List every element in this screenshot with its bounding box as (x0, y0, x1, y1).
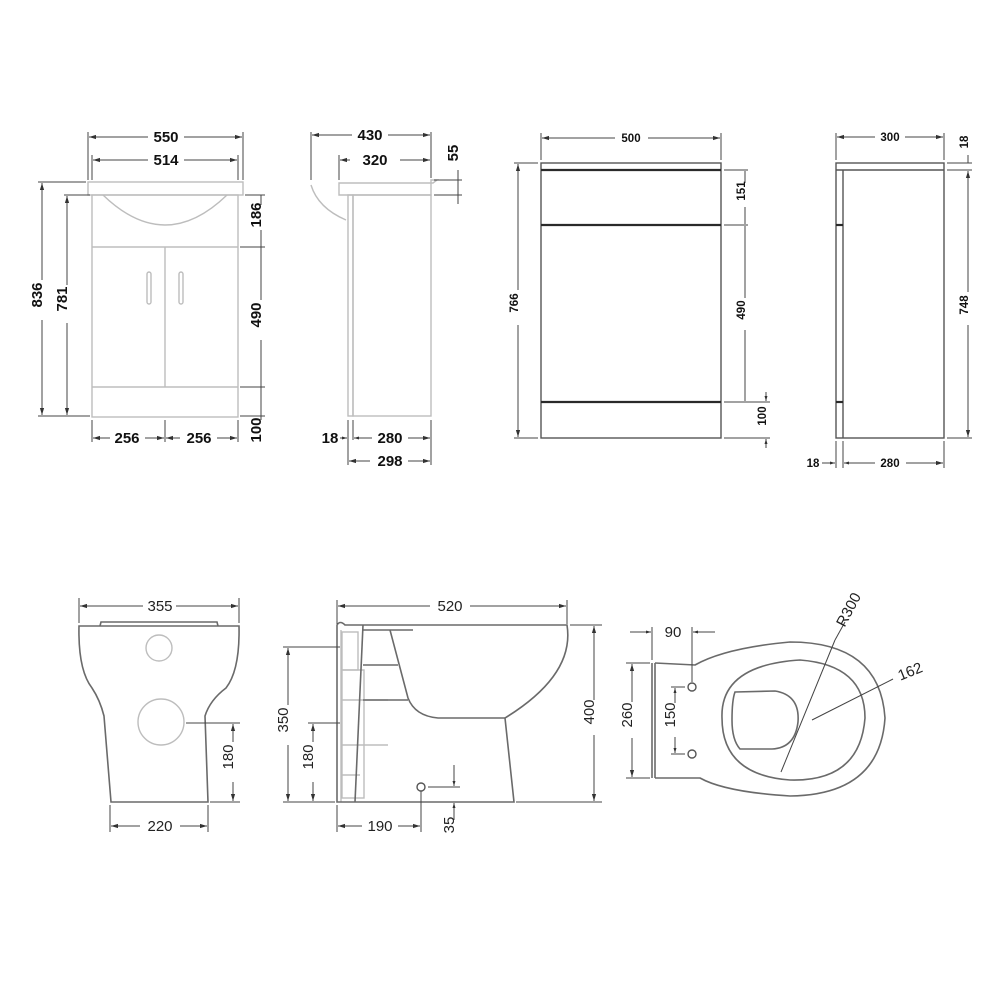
vanity-front-view: 550 514 836 781 186 490 100 (29, 129, 265, 447)
dim-490-wc: 490 (736, 300, 748, 319)
vanity-cabinet (91, 194, 239, 418)
dim-r300: R300 (833, 590, 865, 630)
toilet-side-outline (336, 621, 569, 803)
dim-400: 400 (581, 699, 598, 724)
dim-18-vanity: 18 (322, 430, 339, 447)
fixing-point (416, 782, 426, 792)
dim-186: 186 (248, 202, 265, 227)
door-handle-left (146, 271, 152, 305)
dim-162: 162 (896, 659, 926, 684)
basin-profile (310, 184, 347, 221)
toilet-seat-outline (721, 659, 866, 781)
toilet-front-outline (78, 625, 240, 803)
dim-55: 55 (445, 145, 462, 162)
wc-unit-body (540, 162, 722, 439)
dim-490-vanity: 490 (248, 302, 265, 327)
dim-190: 190 (367, 818, 392, 835)
hinge-hole-top (687, 682, 697, 692)
dim-320: 320 (362, 152, 387, 169)
dim-430: 430 (357, 127, 382, 144)
wc-unit-side-view: 300 18 748 18 280 (807, 132, 972, 470)
toilet-outer-outline (654, 641, 886, 797)
dim-514: 514 (153, 152, 179, 169)
dim-256-left: 256 (114, 430, 139, 447)
dim-748: 748 (959, 295, 971, 315)
hinge-hole-bottom (687, 749, 697, 759)
dim-256-right: 256 (186, 430, 211, 447)
dim-150: 150 (662, 702, 679, 727)
dim-151: 151 (736, 181, 748, 201)
bowl-profile (389, 629, 505, 719)
dim-520: 520 (437, 598, 462, 615)
wc-side-body (835, 162, 945, 439)
vanity-carcass-side (352, 194, 432, 417)
dim-180-side: 180 (300, 744, 317, 769)
dim-300: 300 (880, 132, 899, 144)
vanity-side-view: 430 320 55 18 280 298 (310, 127, 462, 470)
vanity-top-side (338, 179, 440, 196)
dim-100-wc: 100 (757, 406, 769, 425)
cistern-inlet (145, 634, 173, 662)
toilet-bowl-opening (731, 690, 799, 750)
dim-836: 836 (29, 282, 46, 307)
dim-781: 781 (54, 286, 71, 311)
dim-18-top: 18 (959, 135, 971, 148)
dim-355: 355 (147, 598, 172, 615)
dim-90: 90 (665, 624, 682, 641)
dim-260: 260 (619, 702, 636, 727)
basin-bowl (102, 194, 228, 226)
dim-100-vanity: 100 (248, 417, 265, 442)
door-handle-right (178, 271, 184, 305)
dim-766: 766 (509, 293, 521, 312)
waste-outlet (137, 698, 185, 746)
basin-top (87, 181, 244, 196)
dim-298: 298 (377, 453, 402, 470)
dim-280-side: 280 (880, 458, 899, 470)
toilet-plan-view: R300 162 90 260 150 (619, 590, 926, 797)
dim-550: 550 (153, 129, 178, 146)
dim-500: 500 (621, 133, 640, 145)
dim-18-side: 18 (807, 458, 820, 470)
dim-280-vanity: 280 (377, 430, 402, 447)
dim-220: 220 (147, 818, 172, 835)
dim-35: 35 (441, 817, 458, 834)
dim-180-front: 180 (220, 744, 237, 769)
toilet-seat-lid (99, 621, 219, 627)
toilet-front-view: 355 180 220 (78, 598, 240, 835)
toilet-side-view: 520 400 350 180 190 35 (275, 598, 602, 835)
wc-unit-front-view: 500 766 151 490 100 (509, 133, 770, 448)
dim-350: 350 (275, 707, 292, 732)
